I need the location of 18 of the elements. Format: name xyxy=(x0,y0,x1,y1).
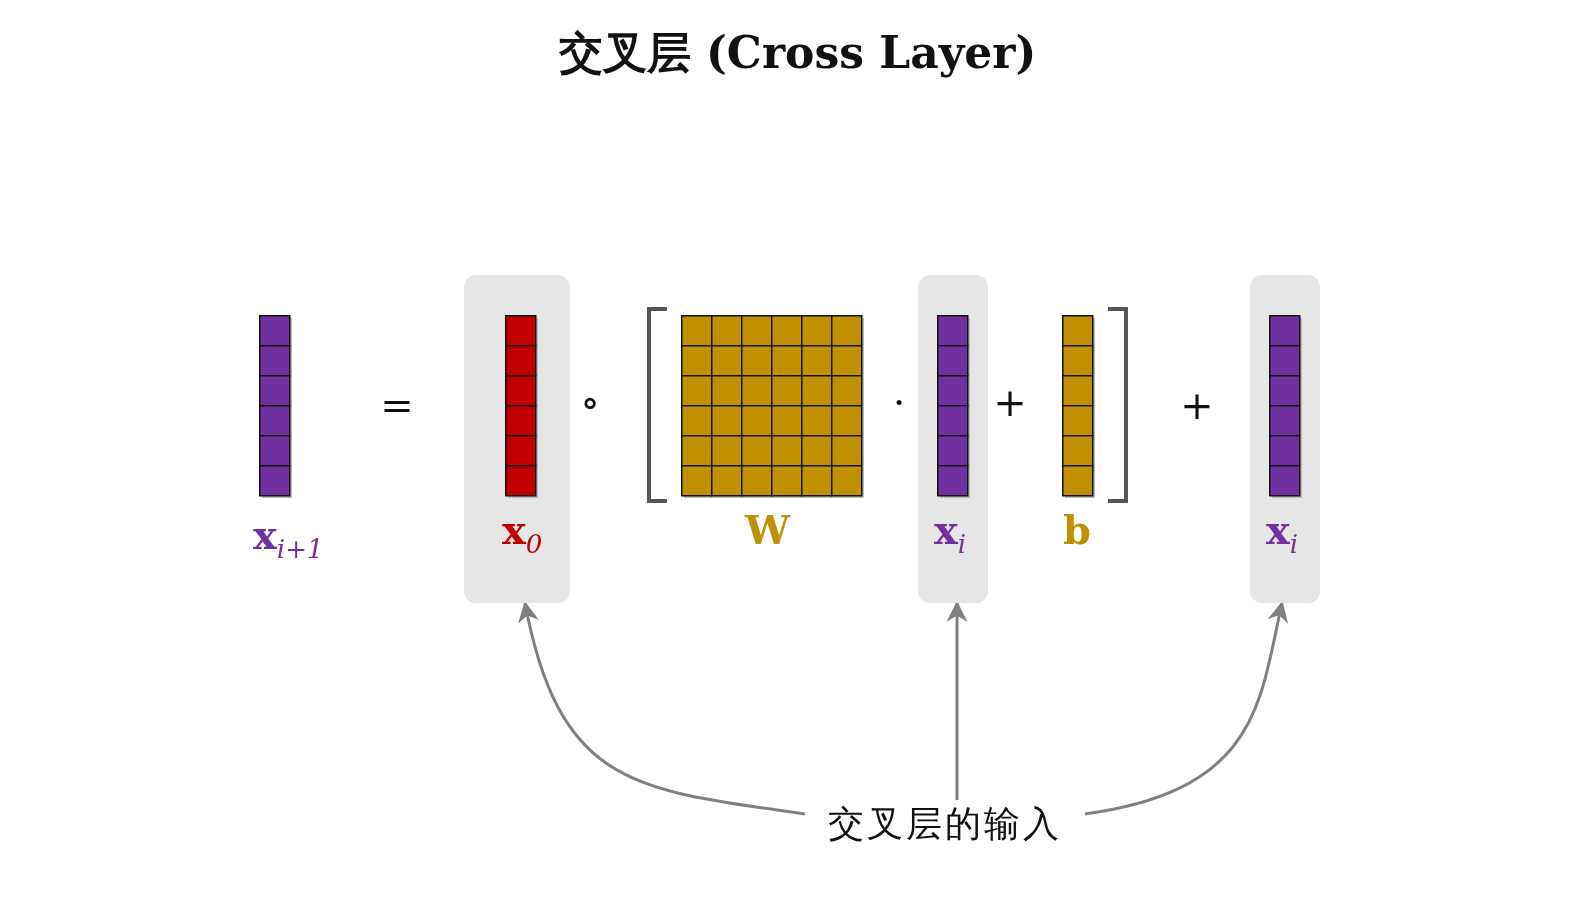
highlight-panel xyxy=(918,275,988,603)
hadamard-operator: ∘ xyxy=(579,382,601,422)
plus-sign: + xyxy=(992,382,1028,422)
dot-operator: · xyxy=(891,382,907,422)
vector-label: x$_{i}$ xyxy=(934,510,967,557)
equals-sign: = xyxy=(379,385,415,425)
vector-label: b xyxy=(1063,510,1091,550)
vector-label: x$_{i+1}$ xyxy=(253,515,324,562)
arrow xyxy=(518,600,806,816)
matrix-label: W xyxy=(745,510,790,550)
title: 交叉层 (Cross Layer) xyxy=(557,26,1038,80)
arrow xyxy=(1084,600,1289,816)
arrow xyxy=(946,600,968,800)
plus-sign: + xyxy=(1179,385,1215,425)
highlight-panel xyxy=(464,275,570,603)
vector-label: x$_{i}$ xyxy=(1266,510,1299,557)
highlight-panel xyxy=(1250,275,1320,603)
vector-label: x$_{0}$ xyxy=(502,510,543,557)
